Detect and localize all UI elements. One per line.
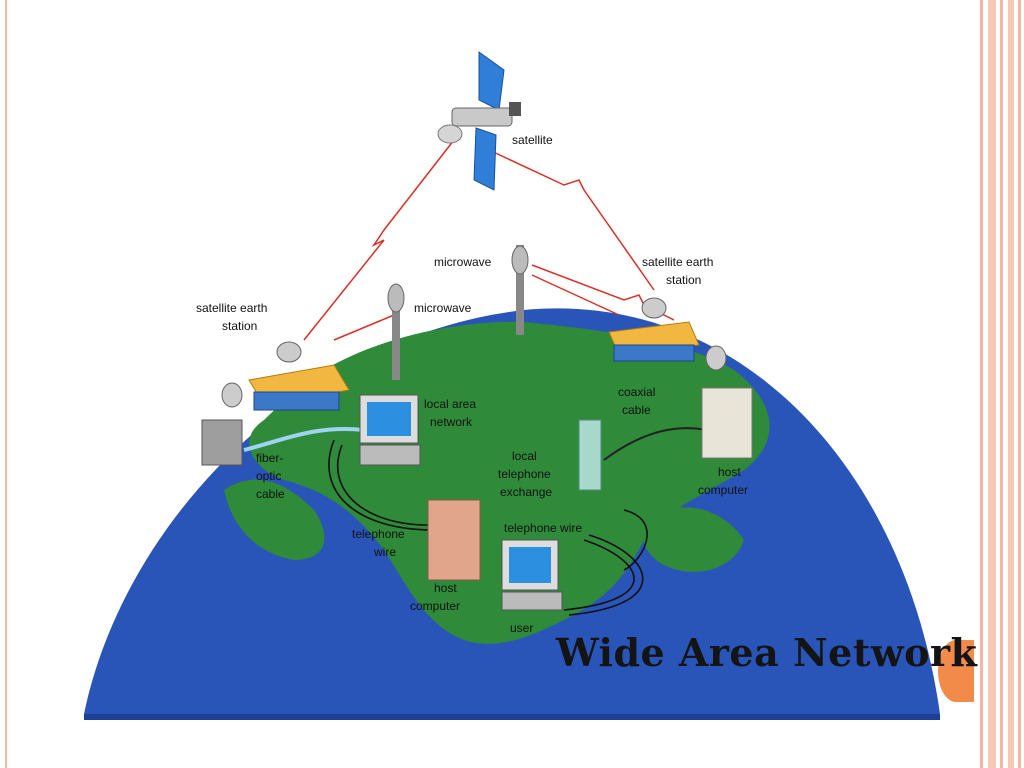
label-earth-station-left-2: station <box>222 319 257 333</box>
earth-station-right-icon <box>608 297 700 362</box>
label-microwave-top: microwave <box>434 255 492 269</box>
label-host-center-1: host <box>434 581 457 595</box>
label-host-center-2: computer <box>410 599 460 613</box>
label-coax-1: coaxial <box>618 385 655 399</box>
microwave-tower-icon <box>387 283 405 380</box>
label-host-right-1: host <box>718 465 741 479</box>
fiber-optic-cable <box>243 427 365 452</box>
server-rack-icon <box>201 382 243 466</box>
label-satellite: satellite <box>512 133 553 147</box>
label-fiber-1: fiber- <box>256 451 283 465</box>
label-microwave-left: microwave <box>414 301 472 315</box>
label-fiber-3: cable <box>256 487 285 501</box>
host-computer-center-icon <box>427 499 481 581</box>
label-exchange-1: local <box>512 449 537 463</box>
lan-computer-icon <box>359 394 421 466</box>
label-exchange-3: exchange <box>500 485 552 499</box>
slide-border <box>5 0 7 768</box>
user-computer-icon <box>501 539 563 611</box>
label-user: user <box>510 621 533 635</box>
host-computer-right-icon <box>701 345 753 459</box>
slide-title: Wide Area Network <box>556 630 978 675</box>
label-exchange-2: telephone <box>498 467 551 481</box>
label-lan-2: network <box>430 415 473 429</box>
microwave-tower-icon <box>511 245 529 335</box>
telephone-wires <box>328 439 648 616</box>
telephone-exchange-icon <box>578 419 602 491</box>
title-accent-dot <box>938 640 974 702</box>
wan-diagram: satellite microwave microwave satellite … <box>84 51 940 720</box>
label-lan-1: local area <box>424 397 476 411</box>
label-host-right-2: computer <box>698 483 748 497</box>
decorative-stripes <box>976 0 1024 768</box>
label-telwire-right: telephone wire <box>504 521 582 535</box>
satellite-icon <box>437 51 521 191</box>
label-earth-station-right-2: station <box>666 273 701 287</box>
earth-station-left-icon <box>248 341 350 411</box>
label-telwire-left-2: wire <box>373 545 396 559</box>
label-coax-2: cable <box>622 403 651 417</box>
label-earth-station-left: satellite earth <box>196 301 267 315</box>
label-telwire-left-1: telephone <box>352 527 405 541</box>
label-earth-station-right: satellite earth <box>642 255 713 269</box>
label-fiber-2: optic <box>256 469 281 483</box>
